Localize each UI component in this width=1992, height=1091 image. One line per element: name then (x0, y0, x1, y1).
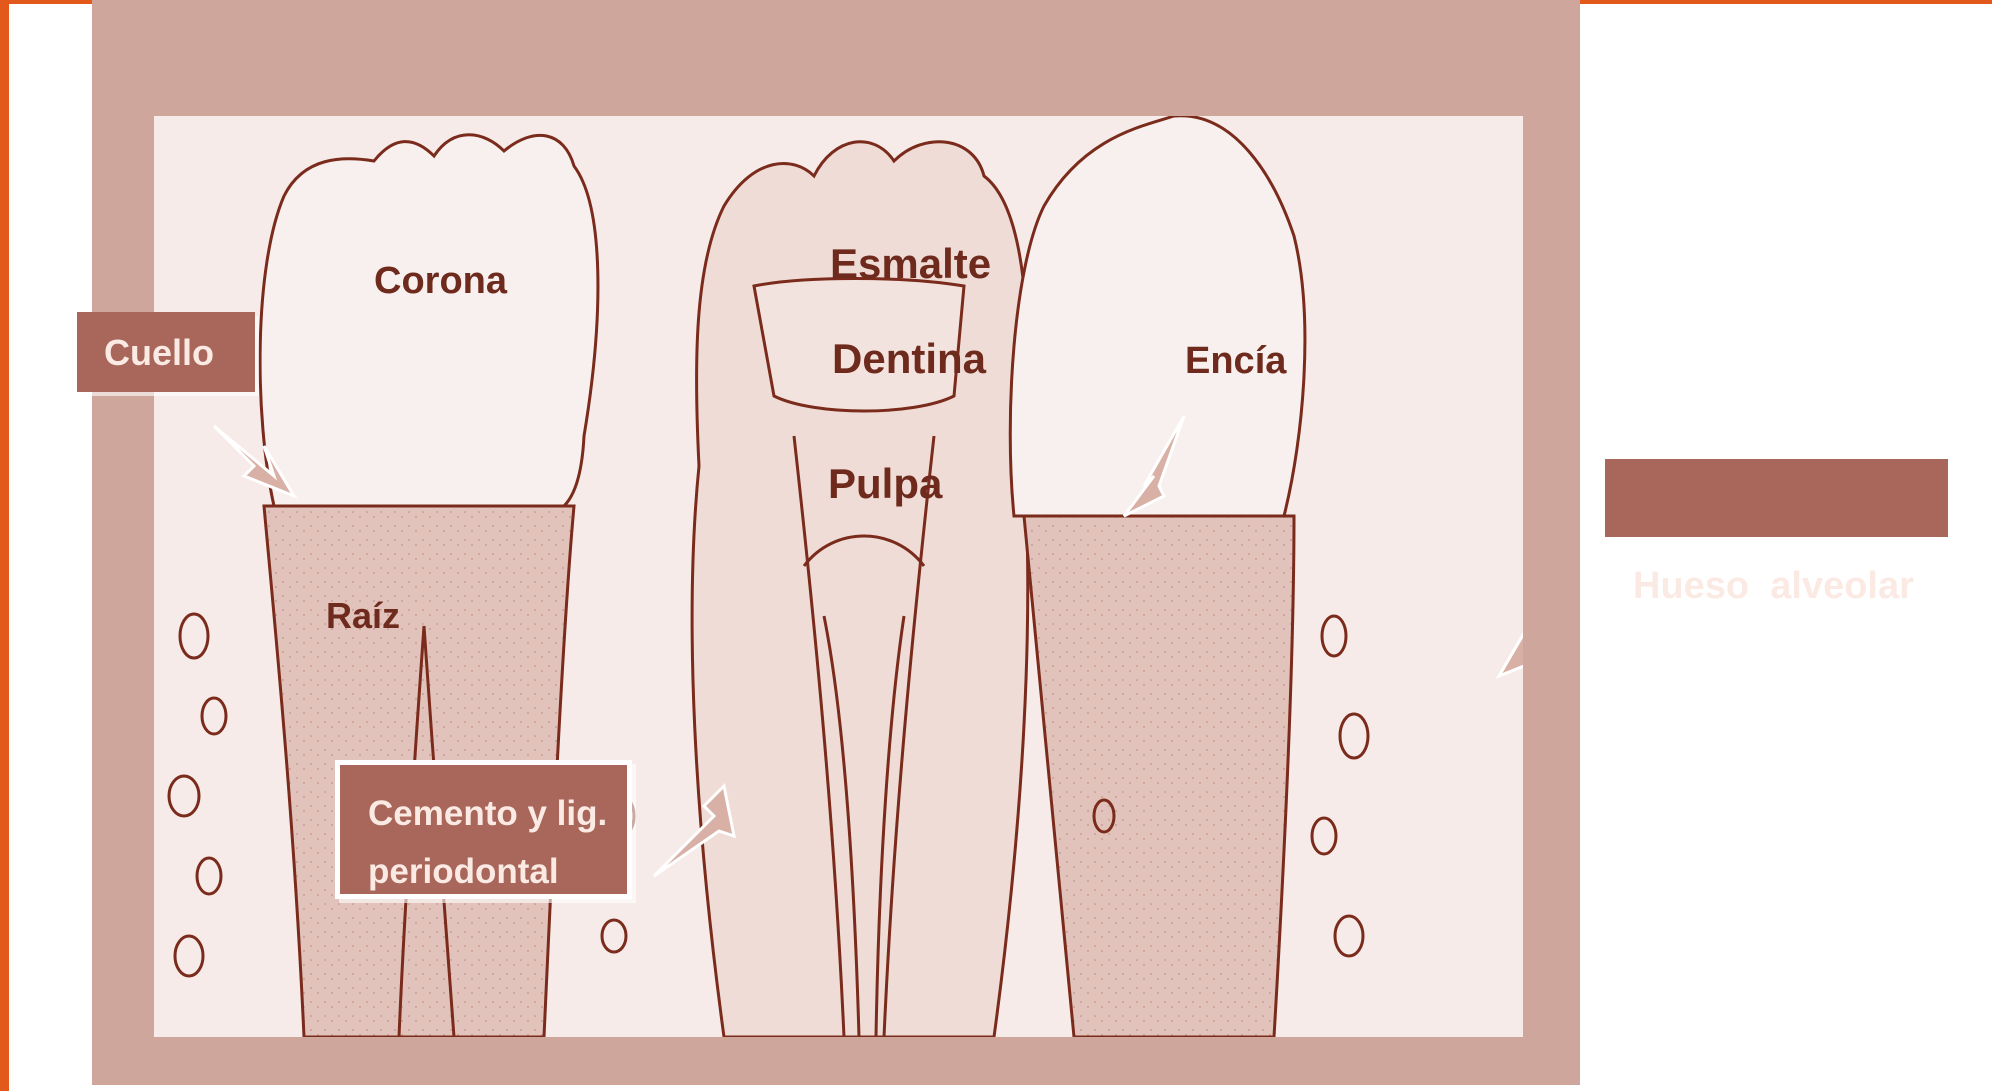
label-hueso-alveolar: Hueso alveolar (1633, 565, 1948, 608)
label-box-cuello: Cuello (77, 312, 255, 392)
left-accent-bar (0, 0, 9, 1091)
label-pulpa: Pulpa (828, 460, 942, 508)
label-box-cemento: Cemento y lig. periodontal (335, 760, 632, 899)
label-raiz: Raíz (326, 595, 400, 637)
label-box-hueso-alveolar: Hueso alveolar (1605, 459, 1948, 537)
label-cemento-line2: periodontal (368, 843, 627, 901)
label-corona: Corona (374, 260, 507, 303)
label-encia: Encía (1185, 340, 1286, 383)
label-cuello: Cuello (104, 332, 255, 374)
label-dentina: Dentina (832, 335, 986, 383)
label-esmalte: Esmalte (830, 240, 991, 288)
label-cemento-line1: Cemento y lig. (368, 785, 627, 843)
